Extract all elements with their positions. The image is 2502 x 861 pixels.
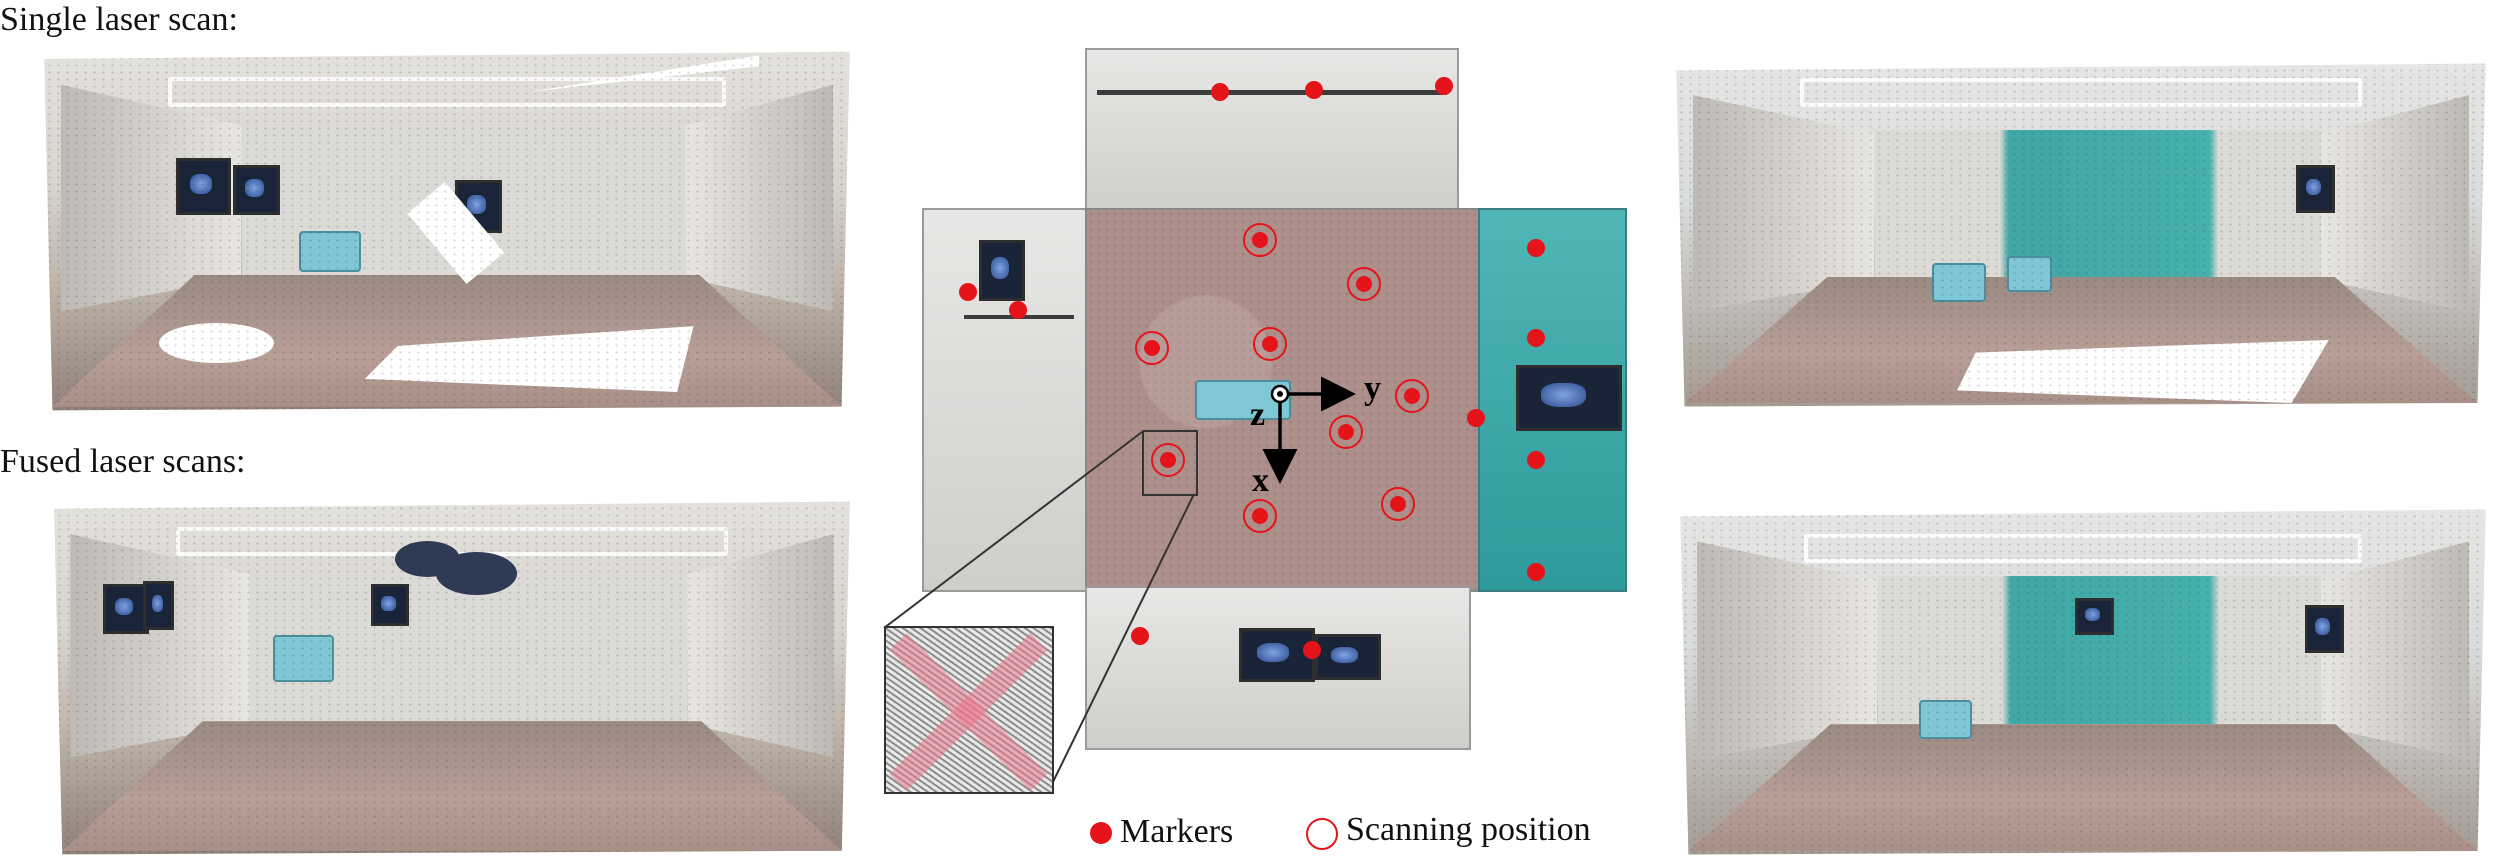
marker [959,283,977,301]
marker [1435,77,1453,95]
marker [1467,409,1485,427]
marker-detail-inset [884,626,1054,794]
zoom-source-box [1142,430,1198,496]
axis-label-x: x [1252,462,1269,499]
fused-scans-right-view [1680,509,2486,855]
top-view-north-annex [1085,48,1459,214]
marker [1527,563,1545,581]
coordinate-frame [1262,376,1356,484]
scanning-position [1347,267,1381,301]
scanning-position [1381,487,1415,521]
marker [1009,301,1027,319]
top-view-west-annex [922,208,1091,592]
zoom-connector-lines [883,431,1195,789]
marker [1211,83,1229,101]
legend-marker-icon [1090,822,1112,844]
single-scan-left-view [44,51,850,411]
scanning-position [1329,415,1363,449]
fused-scans-left-view [54,501,850,855]
marker [1527,329,1545,347]
marker [1131,627,1149,645]
caption-fused-scans: Fused laser scans: [0,443,246,480]
top-view-east-annex [1478,208,1627,592]
marker [1303,641,1321,659]
scanning-position [1253,327,1287,361]
axis-label-z: z [1250,396,1266,433]
scanning-position [1135,331,1169,365]
axis-label-y: y [1364,370,1381,407]
scanning-position [1151,443,1185,477]
legend-scanning-position-label: Scanning position [1346,811,1591,848]
marker [1527,451,1545,469]
marker [1527,239,1545,257]
scanning-position [1243,499,1277,533]
caption-single-scan: Single laser scan: [0,1,238,38]
scanning-position [1243,223,1277,257]
legend-markers-label: Markers [1120,813,1234,850]
top-view-south-annex [1085,586,1471,750]
scanning-position [1395,379,1429,413]
marker [1305,81,1323,99]
legend-scanning-position-icon [1306,818,1338,850]
single-scan-right-view [1676,63,2486,407]
